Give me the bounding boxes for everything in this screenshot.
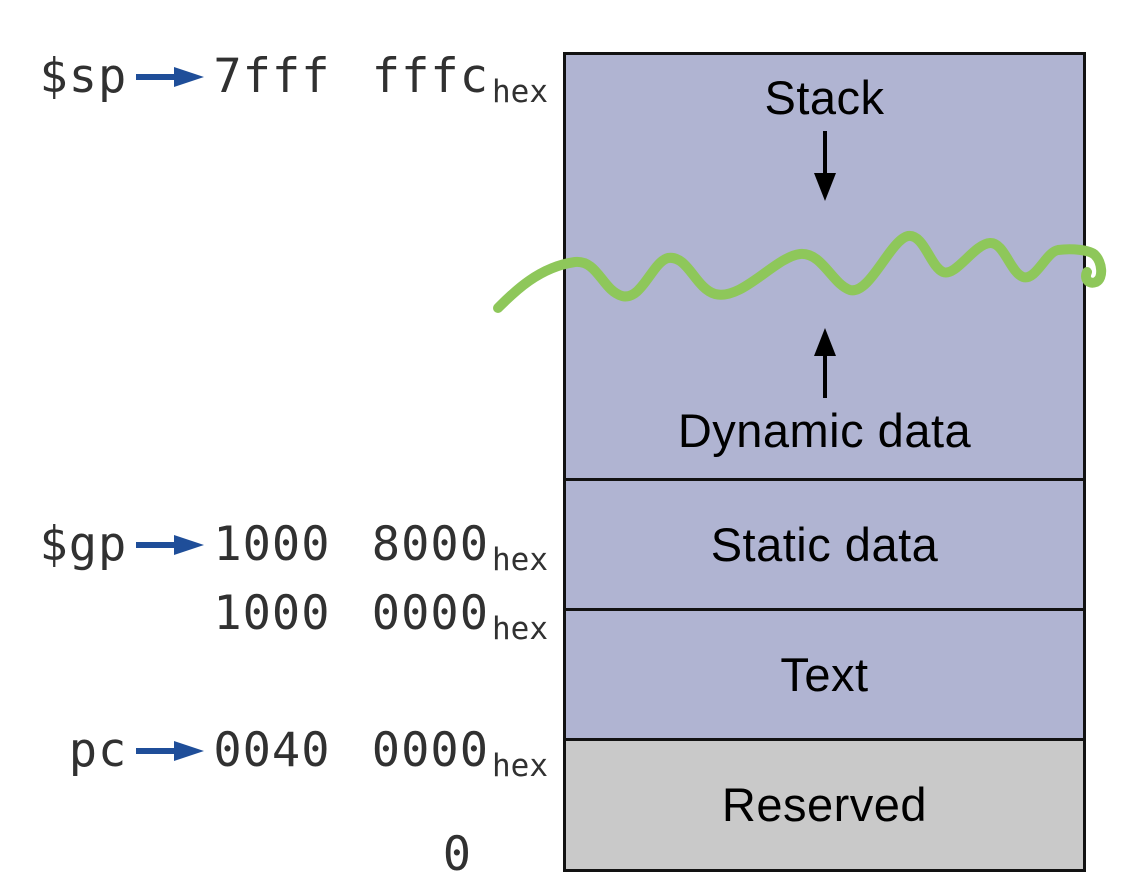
static-base-hex-subscript: hex (492, 610, 548, 647)
pc-address-value: 0040 0000 (213, 723, 489, 778)
static-base-address-row: 1000 0000 hex (213, 586, 548, 645)
gp-pointer-arrow-icon (136, 535, 205, 555)
gp-address-hex-subscript: hex (492, 541, 548, 578)
static-data-segment-label: Static data (710, 517, 939, 571)
zero-address-row: 0 (443, 830, 472, 880)
gp-address-value: 1000 8000 (213, 517, 489, 572)
memory-box: Stack Dynamic data Static data Text Rese… (563, 52, 1086, 872)
sp-address-value: 7fff fffc (213, 49, 489, 104)
segment-text: Text (566, 608, 1083, 738)
dynamic-data-segment-label: Dynamic data (677, 404, 972, 457)
static-base-address-value: 1000 0000 (213, 586, 489, 641)
zero-address-value: 0 (442, 827, 472, 882)
sp-pointer-row: $sp 7fff fffc hex (39, 49, 548, 108)
sp-register-label: $sp (39, 49, 128, 104)
segment-static-data: Static data (566, 478, 1083, 608)
text-segment-label: Text (780, 647, 869, 701)
pc-register-label: pc (68, 723, 128, 778)
segment-reserved: Reserved (566, 738, 1083, 869)
sp-address-hex-subscript: hex (492, 73, 548, 110)
pc-pointer-arrow-icon (136, 741, 205, 761)
gp-pointer-row: $gp 1000 8000 hex (39, 517, 548, 576)
reserved-segment-label: Reserved (721, 778, 928, 831)
gp-register-label: $gp (39, 517, 128, 572)
stack-segment-label: Stack (764, 71, 885, 124)
pc-pointer-row: pc 0040 0000 hex (68, 723, 548, 782)
sp-pointer-arrow-icon (136, 67, 205, 87)
segment-stack-dynamic: Stack Dynamic data (566, 55, 1083, 478)
pc-address-hex-subscript: hex (492, 747, 548, 784)
stack-growth-down-arrow-icon (813, 131, 836, 201)
heap-growth-up-arrow-icon (813, 328, 836, 398)
